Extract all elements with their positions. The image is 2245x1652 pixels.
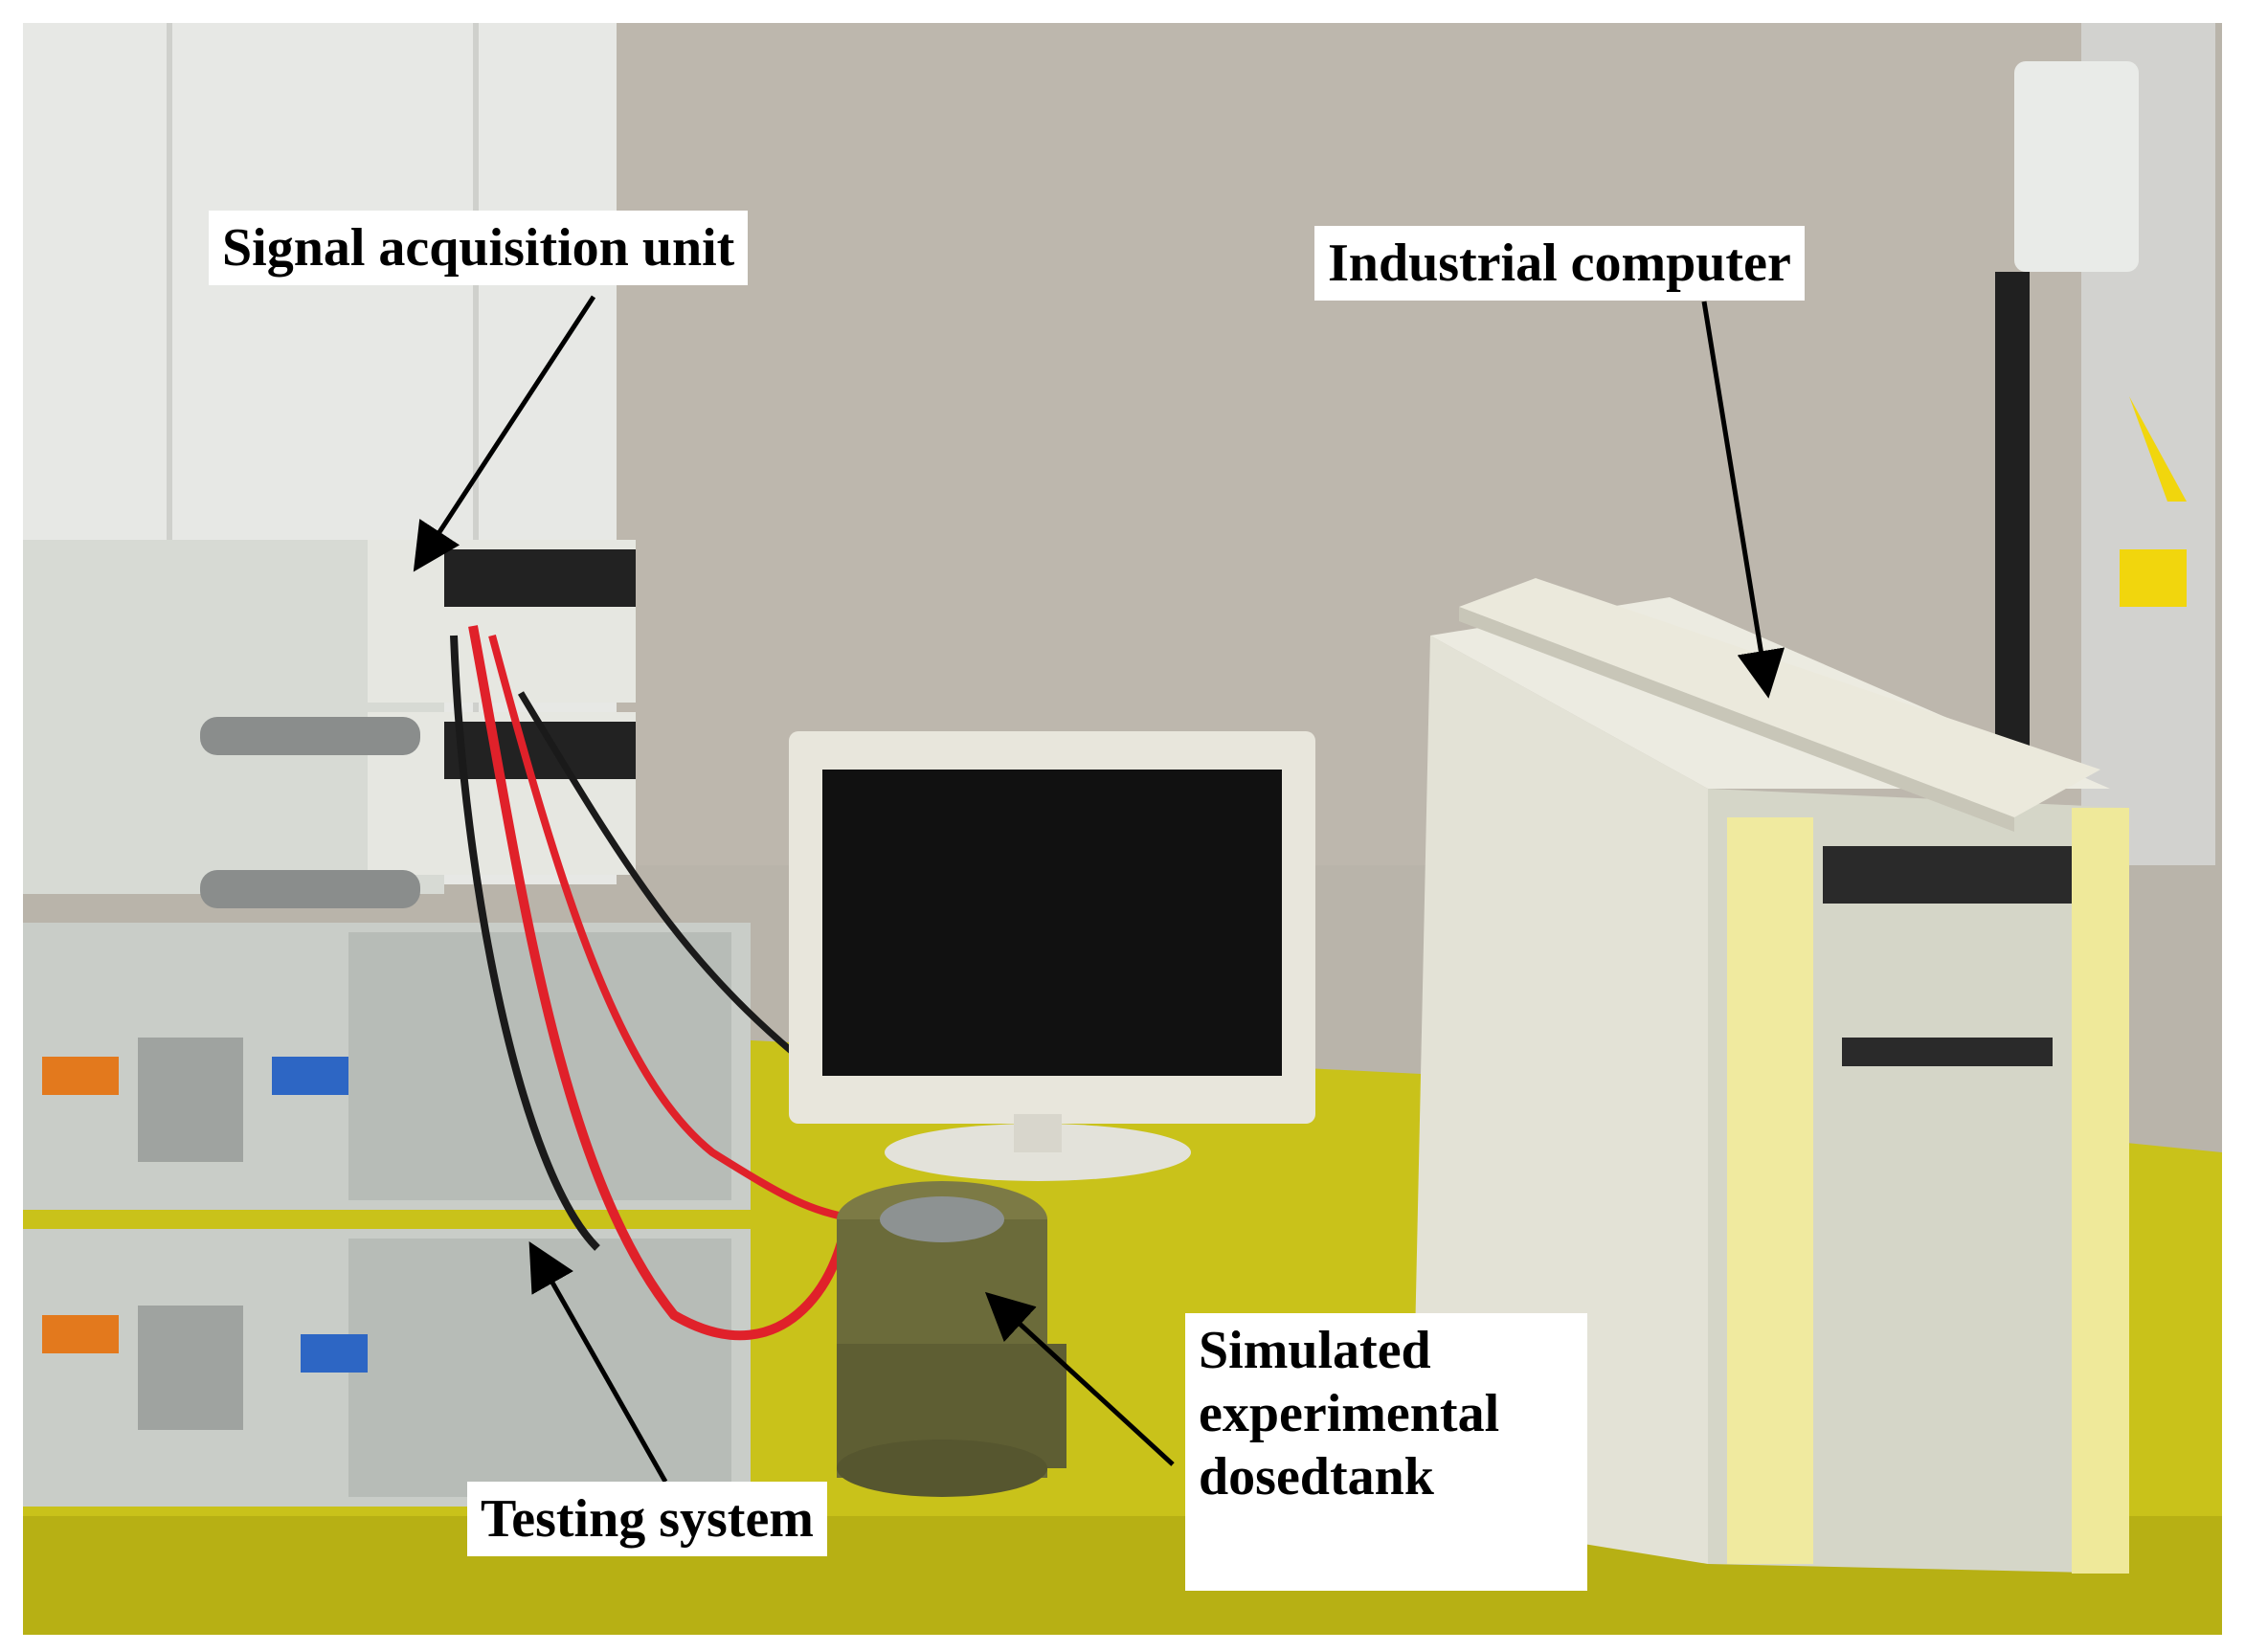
door-hinge <box>2014 61 2139 272</box>
label-line-2: experimental <box>1199 1384 1500 1444</box>
label-signal-acquisition-unit: Signal acquisition unit <box>209 211 749 286</box>
arrow-testing-system <box>528 1240 668 1484</box>
arrow-signal-acquisition <box>413 295 596 572</box>
monitor-screen <box>822 770 1282 1076</box>
arrow-dosed-tank <box>984 1291 1175 1466</box>
label-industrial-computer: Industrial computer <box>1314 226 1805 301</box>
lab-photo <box>23 23 2222 1635</box>
label-testing-system: Testing system <box>467 1482 827 1557</box>
label-simulated-experimental-dosedtank: Simulated experimental dosedtank <box>1185 1313 1587 1591</box>
arrow-industrial-computer <box>1701 301 1785 699</box>
label-line-1: Simulated <box>1199 1321 1431 1380</box>
label-line-3: dosedtank <box>1199 1447 1434 1507</box>
